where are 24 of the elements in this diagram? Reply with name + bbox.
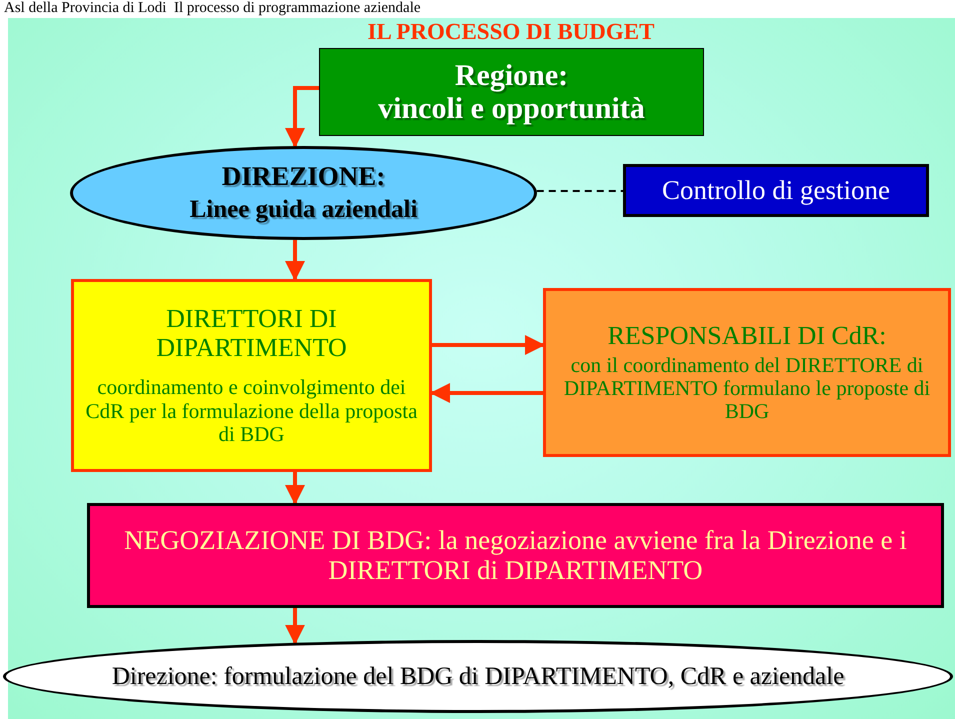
header-text: Asl della Provincia di Lodi Il processo di programmazione aziendale [4, 0, 421, 17]
body-text: con il coordinamento del DIRETTORE di DIPARTIMENTO formulano le proposte di BDG [562, 354, 932, 424]
arrow [285, 472, 305, 505]
heading-text: Regione: [454, 59, 570, 92]
heading-text: DIREZIONE: [220, 162, 386, 192]
process-box [87, 503, 944, 608]
arrow [285, 86, 319, 148]
body-text: vincoli e opportunità [377, 92, 646, 125]
arrow [285, 240, 305, 281]
heading-text: DIRETTORI DI DIPARTIMENTO [155, 305, 348, 362]
process-box [623, 164, 929, 217]
body-text: Linee guida aziendali [188, 196, 418, 224]
title: IL PROCESSO DI BUDGET [366, 19, 656, 45]
body-text: NEGOZIAZIONE DI BDG: la negoziazione avviene fra la Direzione e i DIRETTORI di DIPARTIMENTO [123, 526, 908, 586]
process-box [319, 48, 704, 136]
process-box [71, 279, 432, 472]
body-text: coordinamento e coinvolgimento dei CdR per la formulazione della proposta di BDG [84, 376, 418, 446]
process-box [543, 288, 951, 457]
arrow [430, 383, 543, 403]
heading-text: RESPONSABILI DI CdR: [606, 322, 888, 350]
body-text: Direzione: formulazione del BDG di DIPARTIMENTO, CdR e aziendale [110, 662, 846, 690]
body-text: Controllo di gestione [661, 176, 891, 206]
connector-line [536, 190, 623, 192]
arrow [432, 335, 545, 355]
